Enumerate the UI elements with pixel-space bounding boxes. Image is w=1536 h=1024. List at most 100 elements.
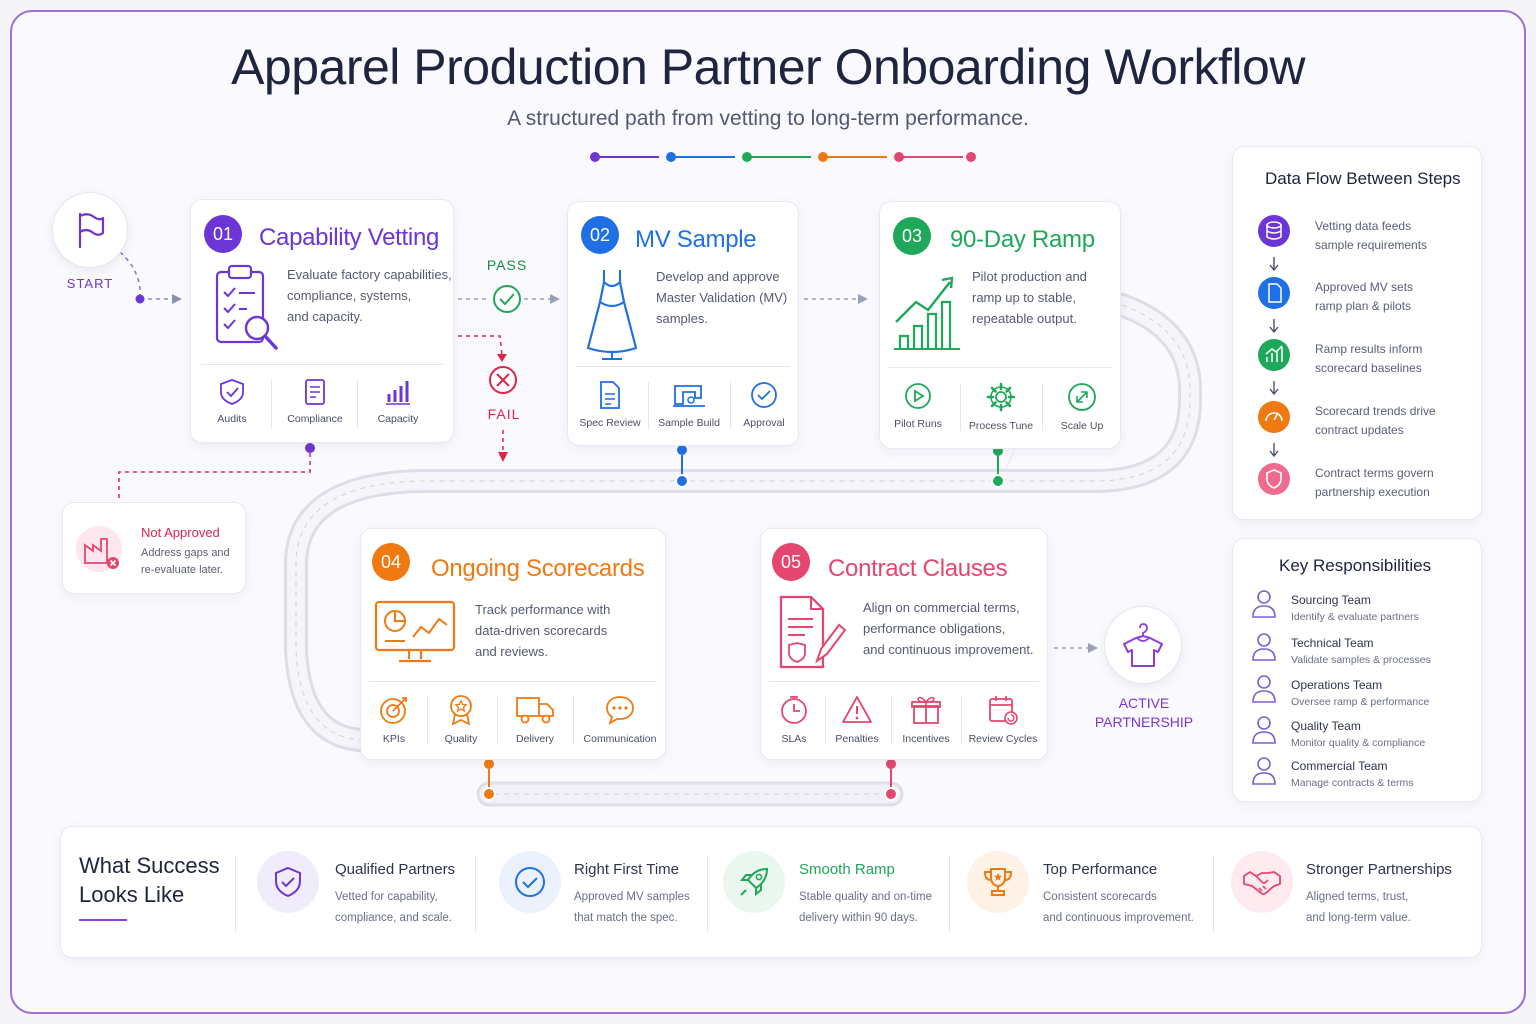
sub-item-spec-review: Spec Review — [574, 380, 646, 429]
chat-bubble-icon — [606, 696, 634, 725]
success-title-qualified: Qualified Partners — [335, 861, 456, 878]
step-card-capability-vetting[interactable]: 01 Capability Vetting Evaluate factory c… — [190, 199, 454, 443]
sub-item-delivery: Delivery — [503, 694, 567, 745]
sub-item-communication: Communication — [579, 694, 661, 745]
calendar-refresh-icon — [989, 696, 1018, 725]
factory-x-icon — [76, 526, 122, 572]
sub-item-kpis: KPIs — [369, 694, 419, 745]
resp-name-sourcing: Sourcing Team — [1291, 593, 1371, 607]
success-desc-stronger-partnerships: Aligned terms, trust,and long-term value… — [1306, 891, 1411, 924]
step-title: 90-Day Ramp — [950, 226, 1095, 253]
resp-desc-quality: Monitor quality & compliance — [1291, 737, 1426, 749]
target-icon — [380, 697, 407, 724]
fail-label: FAIL — [487, 406, 521, 422]
success-icon-top-performance — [967, 851, 1029, 913]
resp-name-quality: Quality Team — [1291, 719, 1361, 733]
resp-name-operations: Operations Team — [1291, 678, 1383, 692]
sub-item-pilot-runs: Pilot Runs — [888, 381, 948, 430]
data-flow-icons — [1258, 215, 1290, 495]
flag-icon — [78, 212, 105, 249]
success-title-smooth-ramp: Smooth Ramp — [799, 861, 895, 878]
key-responsibilities-panel: Key Responsibilities Sourcing Team Ident… — [1232, 538, 1482, 802]
success-icon-qualified — [257, 851, 319, 913]
page-title: Apparel Production Partner Onboarding Wo… — [231, 39, 1305, 95]
success-desc-qualified: Vetted for capability,compliance, and sc… — [335, 891, 452, 924]
step-description: Align on commercial terms,performance ob… — [863, 600, 1034, 657]
sub-item-penalties: Penalties — [829, 694, 885, 745]
warning-triangle-icon — [842, 696, 872, 723]
trophy-icon — [983, 868, 1013, 896]
growth-chart-icon — [894, 276, 960, 350]
resp-desc-operations: Oversee ramp & performance — [1291, 696, 1430, 708]
success-title-right-first-time: Right First Time — [574, 861, 680, 878]
sub-item-incentives: Incentives — [895, 694, 957, 745]
not-approved-title: Not Approved — [141, 525, 220, 540]
data-flow-title: Data Flow Between Steps — [1265, 169, 1461, 188]
start-label: START — [66, 276, 114, 291]
step-card-contract-clauses[interactable]: 05 Contract Clauses Align on commercial … — [760, 528, 1048, 760]
person-icons — [1252, 590, 1276, 785]
step-title: Ongoing Scorecards — [431, 555, 645, 582]
start-node — [52, 192, 128, 268]
sub-item-scale-up: Scale Up — [1052, 381, 1112, 432]
award-badge-icon — [450, 695, 472, 726]
sub-item-capacity: Capacity — [367, 378, 429, 425]
sub-item-audits: Audits — [201, 378, 263, 425]
sub-item-process-tune: Process Tune — [966, 381, 1036, 432]
success-icon-right-first-time — [499, 851, 561, 913]
hanger-shirt-icon — [1123, 623, 1163, 667]
step-title: Contract Clauses — [828, 555, 1008, 582]
clipboard-magnifier-icon — [215, 264, 278, 350]
resp-name-technical: Technical Team — [1291, 636, 1374, 650]
step-number-badge: 04 — [372, 543, 410, 581]
check-circle-icon — [515, 867, 545, 897]
check-circle-icon — [751, 382, 777, 408]
step-number-badge: 05 — [772, 543, 810, 581]
document-icon — [305, 379, 325, 405]
responsibilities-title: Key Responsibilities — [1279, 556, 1432, 575]
dashboard-monitor-icon — [374, 600, 456, 663]
sub-item-approval: Approval — [734, 380, 794, 429]
rocket-icon — [739, 867, 769, 897]
step-number-badge: 01 — [204, 215, 242, 253]
page-subtitle: A structured path from vetting to long-t… — [507, 107, 1029, 130]
step-description: Evaluate factory capabilities,compliance… — [287, 267, 452, 324]
expand-icon — [1068, 383, 1096, 411]
sub-item-quality: Quality — [431, 694, 491, 745]
gift-icon — [911, 696, 941, 724]
shield-check-icon — [275, 866, 301, 898]
contract-pen-icon — [779, 595, 847, 669]
color-progress-decoration — [590, 152, 976, 162]
success-icon-stronger-partnerships — [1231, 851, 1293, 913]
clock-icon — [781, 696, 807, 724]
sewing-machine-icon — [673, 385, 705, 407]
gear-icon — [986, 382, 1016, 412]
resp-name-commercial: Commercial Team — [1291, 759, 1388, 773]
pass-label: PASS — [486, 257, 528, 273]
document-icon — [600, 381, 620, 409]
step-number-badge: 03 — [893, 217, 931, 255]
resp-desc-technical: Validate samples & processes — [1291, 654, 1431, 666]
handshake-icon — [1243, 871, 1281, 895]
step-card-ongoing-scorecards[interactable]: 04 Ongoing Scorecards Track performance … — [360, 528, 666, 760]
delivery-truck-icon — [516, 697, 554, 724]
dress-icon — [586, 270, 638, 360]
sub-item-slas: SLAs — [769, 694, 819, 745]
